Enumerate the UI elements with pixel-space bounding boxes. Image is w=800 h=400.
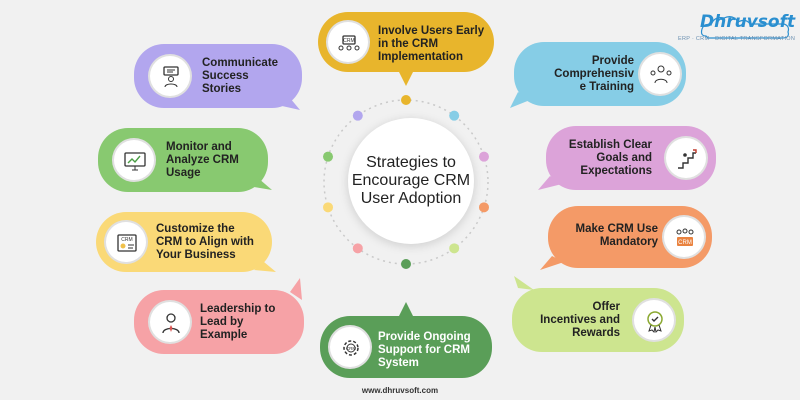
ring-dot: [352, 243, 363, 254]
ring-dot: [401, 259, 411, 269]
strategy-ongoing-support: CRM Provide Ongoing Support for CRM Syst…: [320, 316, 492, 378]
strategy-incentives: Offer Incentives and Rewards: [512, 288, 684, 352]
strategy-label: Monitor and Analyze CRM Usage: [166, 141, 239, 179]
leader-icon: [148, 300, 192, 344]
strategy-label: Establish Clear Goals and Expectations: [568, 139, 652, 177]
svg-text:CRM: CRM: [678, 240, 692, 246]
svg-text:CRM: CRM: [121, 237, 132, 243]
ring-dot: [323, 202, 334, 213]
strategy-label: Leadership to Lead by Example: [200, 303, 276, 341]
strategy-involve-users: CRM Involve Users Early in the CRM Imple…: [318, 12, 494, 72]
ring-dot: [401, 95, 411, 105]
svg-text:CRM: CRM: [346, 346, 356, 351]
ring-dot: [478, 151, 489, 162]
logo-name: Dhruvsoft: [700, 12, 796, 32]
training-icon: [638, 52, 682, 96]
monitor-chart-icon: [112, 138, 156, 182]
svg-text:CRM: CRM: [343, 38, 354, 44]
ring-dot: [323, 151, 334, 162]
crm-team-icon: CRM: [326, 20, 370, 64]
strategy-clear-goals: Establish Clear Goals and Expectations: [546, 126, 716, 190]
center-circle: Strategies to Encourage CRM User Adoptio…: [348, 118, 474, 244]
presenter-icon: [148, 54, 192, 98]
strategy-label: Customize the CRM to Align with Your Bus…: [156, 223, 254, 261]
crm-customize-icon: CRM: [104, 220, 148, 264]
strategy-label: Provide Ongoing Support for CRM System: [378, 331, 471, 369]
strategy-label: Provide Comprehensiv e Training: [554, 55, 634, 93]
crm-gear-icon: CRM: [328, 325, 372, 369]
ring-dot: [449, 243, 460, 254]
strategy-label: Communicate Success Stories: [202, 57, 279, 95]
logo-tagline: ERP · CRM · DIGITAL TRANSFORMATION: [678, 36, 796, 42]
center-title: Strategies to Encourage CRM User Adoptio…: [351, 154, 471, 207]
ring-dot: [352, 110, 363, 121]
strategy-mandatory: Make CRM Use Mandatory CRM: [548, 206, 712, 268]
goals-stairs-icon: [664, 136, 708, 180]
strategy-success-stories: Communicate Success Stories: [134, 44, 302, 108]
strategy-label: Involve Users Early in the CRM Implement…: [378, 25, 485, 63]
ring-dot: [449, 110, 460, 121]
footer-url: www.dhruvsoft.com: [361, 386, 439, 395]
strategy-monitor: Monitor and Analyze CRM Usage: [98, 128, 268, 192]
strategy-leadership: Leadership to Lead by Example: [134, 290, 304, 354]
award-badge-icon: [632, 298, 676, 342]
strategy-label: Make CRM Use Mandatory: [575, 223, 658, 248]
ring-dot: [478, 202, 489, 213]
cloud-logo-icon: [700, 16, 790, 39]
crm-mandatory-icon: CRM: [662, 215, 706, 259]
strategy-customize: CRM Customize the CRM to Align with Your…: [96, 212, 272, 272]
strategy-provide-training: Provide Comprehensiv e Training: [514, 42, 686, 106]
strategy-label: Offer Incentives and Rewards: [540, 301, 620, 339]
